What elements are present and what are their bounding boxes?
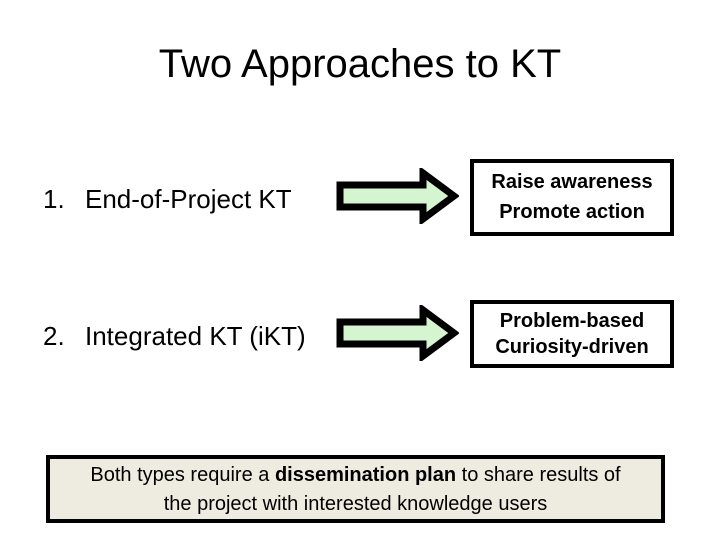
outcome-line: Curiosity-driven [495,336,649,358]
approach-2-label: 2. Integrated KT (iKT) [43,321,306,352]
outcome-box-end-of-project: Raise awareness Promote action [470,159,674,236]
slide-title: Two Approaches to KT [158,42,562,86]
outcome-box-integrated: Problem-based Curiosity-driven [470,300,674,368]
arrow-right-icon [336,168,459,224]
approach-1-number: 1. [43,184,65,214]
footer-text-pre: Both types require a [90,464,275,486]
footer-note-box: Both types require a dissemination plan … [46,455,665,523]
arrow-right-icon [336,305,459,361]
outcome-line: Raise awareness [491,170,653,193]
outcome-line: Problem-based [499,310,645,332]
outcome-line: Promote action [499,201,645,224]
footer-text-bold: dissemination plan [274,464,457,486]
approach-2-number: 2. [43,321,65,351]
approach-1-label: 1. End-of-Project KT [43,184,292,215]
footer-text-post: to share results of [456,464,621,486]
approach-1-text: End-of-Project KT [85,184,292,214]
approach-2-text: Integrated KT (iKT) [85,321,306,351]
footer-text-line2: the project with interested knowledge us… [163,493,548,515]
